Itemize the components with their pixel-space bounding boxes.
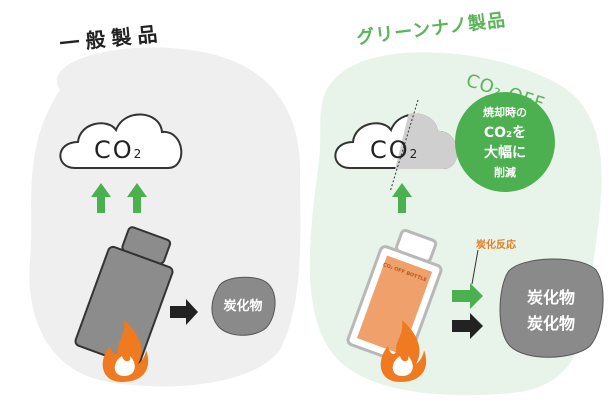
- left-cloud-sub: 2: [133, 147, 144, 161]
- left-up-arrow-icon: [91, 183, 147, 213]
- right-flame-icon: [380, 320, 427, 382]
- badge-line2: CO₂を: [483, 125, 527, 141]
- reaction-pointer: [471, 249, 479, 285]
- co2-reduction-badge: 焼却時の CO₂を 大幅に 削減: [455, 92, 555, 192]
- left-cloud-co: CO: [94, 136, 134, 164]
- right-cloud-label: CO2: [370, 136, 419, 164]
- right-up-arrow-icon: [392, 183, 412, 213]
- cloud-divider: [389, 99, 419, 193]
- right-green-arrow-icon: [452, 283, 483, 309]
- left-flame-icon: [102, 320, 149, 382]
- left-bottle-icon: [74, 226, 174, 367]
- badge-line3: 大幅に: [484, 145, 526, 161]
- right-cloud-co: CO: [370, 136, 410, 164]
- reaction-label: 炭化反応: [476, 240, 516, 251]
- right-cloud-sub: 2: [409, 147, 420, 161]
- right-bottle-icon: [346, 228, 443, 365]
- badge-line1: 焼却時の: [483, 106, 527, 119]
- left-char-label: 炭化物: [223, 299, 263, 314]
- left-char-blob-icon: [211, 276, 276, 336]
- left-cloud-icon: [59, 113, 183, 169]
- right-char-label: 炭化物 炭化物: [506, 262, 596, 350]
- badge-line4: 削減: [494, 166, 516, 179]
- left-right-arrow-icon: [170, 299, 198, 325]
- right-char-line1: 炭化物: [526, 288, 575, 307]
- left-cloud-label: CO2: [94, 136, 143, 164]
- left-background-blob: [29, 47, 301, 387]
- right-black-arrow-icon: [452, 313, 483, 339]
- right-char-line2: 炭化物: [526, 314, 575, 333]
- right-char-blob-icon: [499, 258, 604, 358]
